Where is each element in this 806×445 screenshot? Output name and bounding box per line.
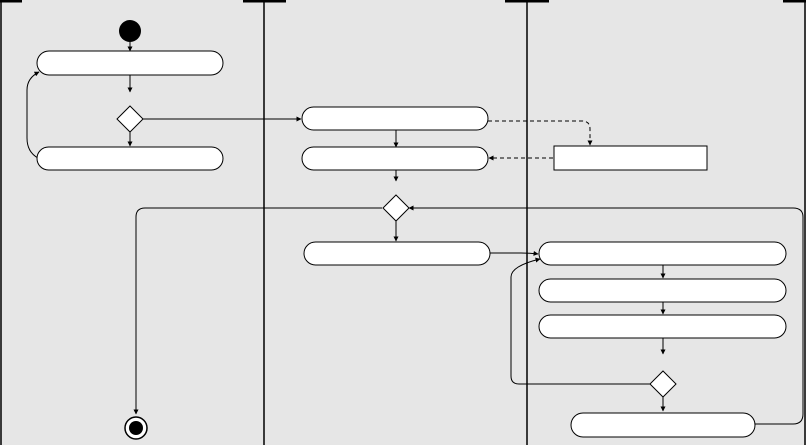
action-node-7 — [538, 278, 787, 303]
action-node-2 — [36, 146, 224, 171]
initial-node — [119, 20, 141, 42]
object-node — [553, 145, 708, 171]
flow-a5-a6 — [490, 250, 539, 256]
action-node-1 — [36, 50, 224, 76]
flow-a2-a1-loop — [26, 71, 40, 159]
nodes — [36, 20, 787, 440]
decision-node-2 — [382, 194, 410, 222]
action-node-9 — [570, 412, 756, 438]
swimlane-3 — [527, 0, 806, 445]
action-node-4 — [301, 146, 489, 171]
decision-node-1 — [116, 105, 144, 133]
decision-node-3 — [649, 370, 677, 398]
flow-a3-obj1 — [488, 120, 593, 146]
final-node — [124, 416, 148, 440]
flow-d3-a6-loop — [510, 257, 650, 385]
action-node-6 — [538, 241, 787, 266]
flow-a9-d2-loop — [408, 205, 804, 425]
action-node-5 — [303, 241, 491, 266]
flows — [26, 42, 804, 425]
action-node-3 — [301, 106, 489, 131]
flow-d2-end — [133, 207, 382, 415]
action-node-8 — [538, 314, 787, 339]
